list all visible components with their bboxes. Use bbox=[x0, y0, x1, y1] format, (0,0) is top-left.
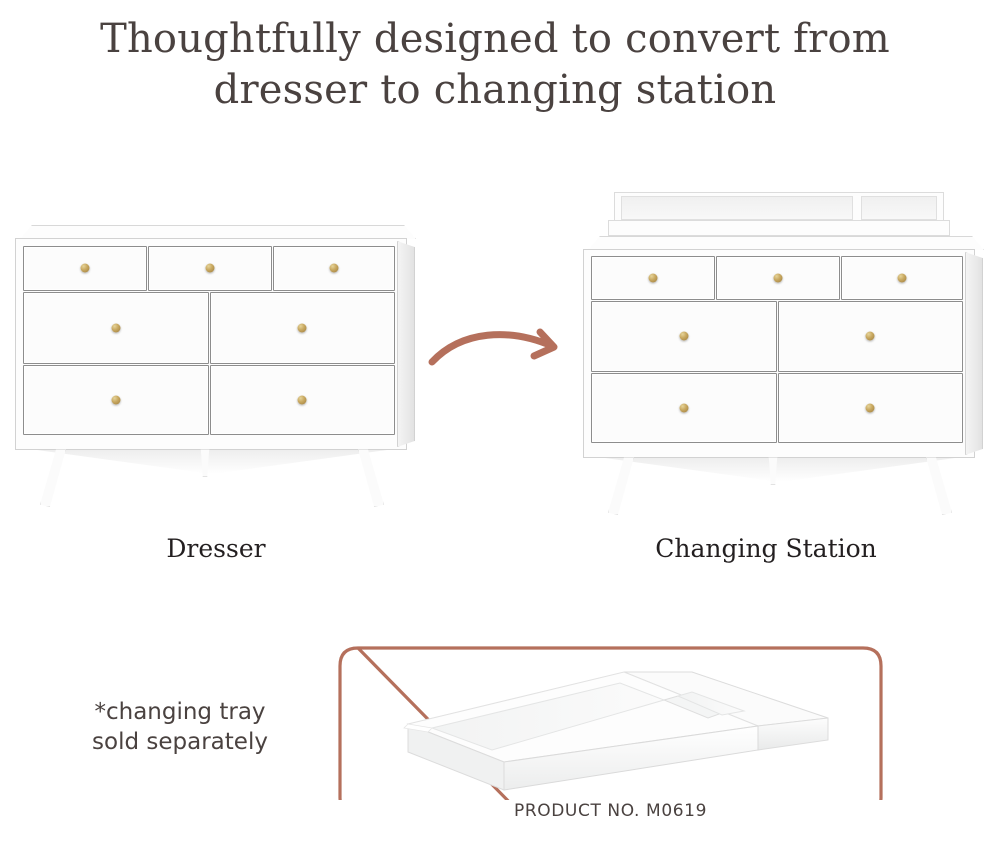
changing-station-leg-right bbox=[926, 457, 952, 515]
dresser-knob-top-2 bbox=[205, 263, 215, 273]
changing-station-top-surface bbox=[588, 236, 984, 250]
tray-compartment-large bbox=[621, 196, 853, 220]
dresser-illustration bbox=[12, 225, 424, 507]
changing-station-knob-bottom-right bbox=[865, 403, 875, 413]
changing-station-knob-bottom-left bbox=[679, 403, 689, 413]
changing-station-illustration bbox=[580, 192, 990, 515]
caption-changing-station: Changing Station bbox=[655, 534, 877, 563]
tray-compartment-small bbox=[861, 196, 937, 220]
caption-dresser: Dresser bbox=[166, 534, 266, 563]
changing-station-tray bbox=[608, 192, 950, 238]
changing-station-side-panel bbox=[965, 252, 983, 455]
dresser-leg-left bbox=[40, 449, 66, 507]
dresser-leg-right bbox=[358, 449, 384, 507]
changing-station-drawer-bottom-left bbox=[591, 373, 777, 443]
dresser-side-panel bbox=[397, 241, 415, 447]
changing-tray-illustration bbox=[392, 666, 832, 806]
changing-station-leg-center bbox=[768, 457, 778, 485]
page-title: Thoughtfully designed to convert from dr… bbox=[100, 16, 890, 114]
dresser-leg-center bbox=[200, 449, 210, 477]
dresser-knob-top-1 bbox=[80, 263, 90, 273]
dresser-base-shadow bbox=[37, 450, 387, 474]
changing-tray-note: *changing tray sold separately bbox=[92, 699, 268, 755]
dresser-drawer-bottom-right bbox=[210, 365, 395, 435]
changing-station-knob-top-1 bbox=[648, 273, 658, 283]
dresser-knob-middle-right bbox=[297, 323, 307, 333]
dresser-top-surface bbox=[20, 225, 416, 239]
changing-station-leg-left bbox=[608, 457, 634, 515]
tray-front-lip bbox=[608, 220, 950, 236]
changing-station-knob-middle-right bbox=[865, 331, 875, 341]
changing-station-knob-middle-left bbox=[679, 331, 689, 341]
dresser-knob-bottom-right bbox=[297, 395, 307, 405]
product-number-label: PRODUCT NO. M0619 bbox=[338, 800, 883, 822]
dresser-knob-top-3 bbox=[329, 263, 339, 273]
conversion-arrow bbox=[428, 306, 573, 375]
dresser-knob-middle-left bbox=[111, 323, 121, 333]
changing-station-base-shadow bbox=[605, 458, 955, 482]
changing-station-knob-top-3 bbox=[897, 273, 907, 283]
dresser-knob-bottom-left bbox=[111, 395, 121, 405]
changing-station-knob-top-2 bbox=[773, 273, 783, 283]
